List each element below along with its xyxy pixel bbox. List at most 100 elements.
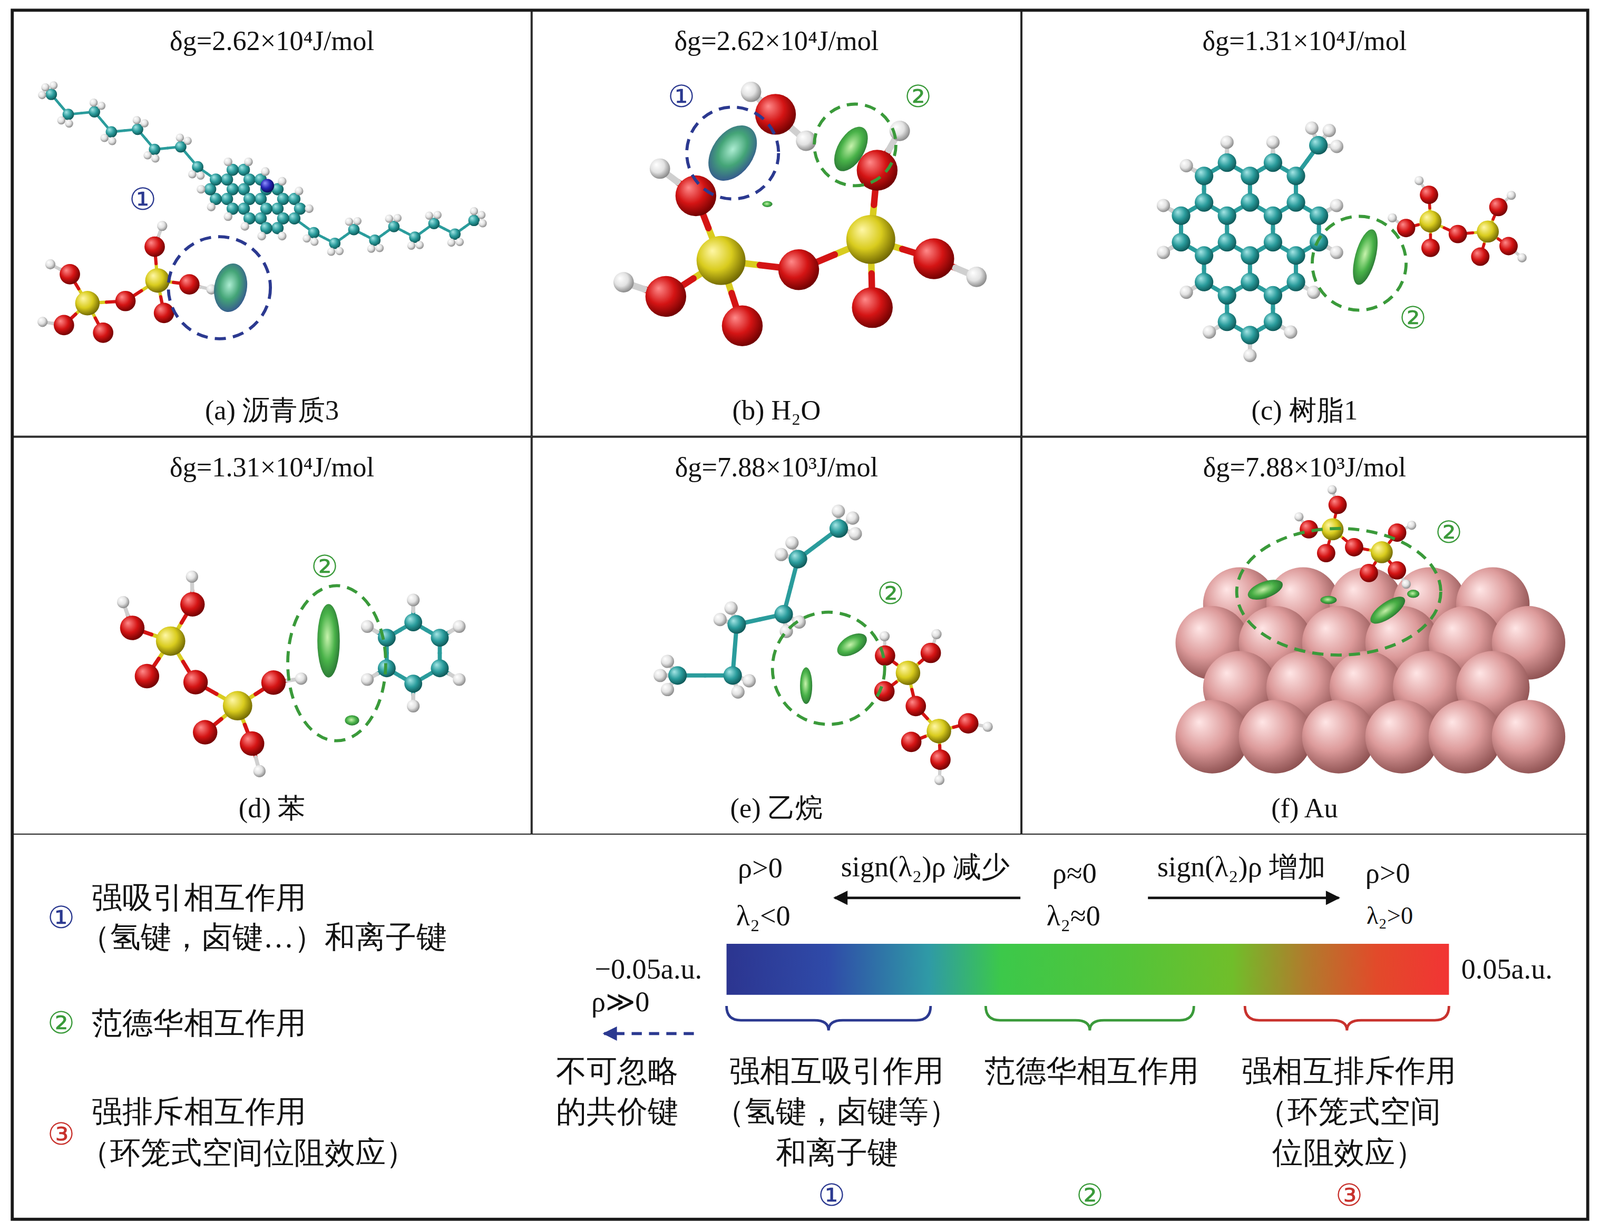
atom-sphere — [1489, 197, 1508, 217]
figure-panel: δg=2.62×10⁴J/mol (b) H₂O — [531, 10, 1022, 437]
atom-sphere — [192, 719, 218, 745]
atom-sphere — [407, 241, 416, 250]
atom-sphere — [1266, 135, 1280, 149]
atom-sphere — [59, 264, 81, 285]
atom-sphere — [361, 620, 374, 633]
panel-caption: (b) H₂O — [732, 394, 822, 427]
callout-number: ② — [904, 79, 932, 115]
atom-sphere — [143, 151, 152, 160]
atom-sphere — [209, 173, 222, 186]
atom-sphere — [649, 158, 671, 180]
energy-value: δg=1.31×10⁴J/mol — [1202, 25, 1407, 57]
atom-sphere — [740, 81, 762, 103]
atom-sphere — [1309, 135, 1328, 155]
nci-isosurface — [210, 260, 251, 315]
legend-text: 0.05a.u. — [1461, 952, 1553, 986]
panel-caption: (e) 乙烷 — [730, 792, 824, 825]
atom-sphere — [180, 592, 205, 617]
legend-text: （环笼式空间 — [1256, 1094, 1441, 1130]
atom-sphere — [660, 683, 675, 697]
atom-sphere — [196, 184, 206, 194]
atom-sphere — [1330, 198, 1344, 212]
atom-sphere — [731, 685, 745, 699]
nci-isosurface — [344, 715, 359, 726]
legend-text: 强相互排斥作用 — [1241, 1054, 1457, 1090]
atom-sphere — [1179, 285, 1194, 299]
atom-sphere — [1328, 495, 1348, 515]
atom-sphere — [406, 593, 420, 607]
figure-frame — [12, 10, 1588, 1219]
atom-sphere — [724, 601, 738, 615]
atom-sphere — [653, 668, 667, 682]
atom-sphere — [188, 170, 197, 179]
figure-panel: δg=7.88×10³J/mol(e) 乙烷 — [531, 436, 1022, 835]
nci-isosurface — [1245, 576, 1286, 604]
atom-sphere — [930, 749, 951, 770]
atom-sphere — [1240, 325, 1260, 345]
legend-text: ρ≈0 — [1052, 856, 1097, 890]
atom-sphere — [958, 713, 979, 734]
atom-sphere — [134, 664, 160, 689]
panel-caption: (f) Au — [1271, 792, 1338, 825]
direction-arrow — [834, 896, 1021, 900]
atom-sphere — [851, 287, 893, 328]
atom-sphere — [223, 212, 233, 221]
atom-sphere — [774, 548, 788, 562]
legend-text: （氢键，卤键…）和离子键 — [79, 920, 447, 956]
callout-number: ② — [1435, 514, 1463, 551]
atom-sphere — [774, 605, 793, 624]
atom-sphere — [1263, 286, 1283, 305]
atom-sphere — [335, 247, 344, 256]
atom-sphere — [375, 244, 384, 252]
callout-number: ② — [1076, 1178, 1104, 1214]
atom-sphere — [874, 645, 896, 667]
atom-sphere — [120, 615, 145, 640]
atom-sphere — [100, 133, 109, 142]
legend-text: λ₂≈0 — [1046, 900, 1101, 933]
atom-sphere — [155, 626, 186, 657]
atom-sphere — [179, 274, 200, 295]
atom-sphere — [1286, 272, 1305, 292]
legend-text: sign(λ₂)ρ 增加 — [1157, 851, 1327, 884]
atom-sphere — [277, 177, 287, 186]
atom-sphere — [1286, 193, 1305, 212]
nci-isosurface — [827, 121, 875, 178]
atom-sphere — [183, 669, 208, 695]
atom-sphere — [425, 211, 434, 220]
callout-number: ② — [47, 1006, 75, 1042]
gold-atom — [1238, 699, 1313, 774]
figure-panel: δg=1.31×10⁴J/mol (d) 苯 — [12, 436, 532, 835]
atom-sphere — [846, 215, 896, 265]
atom-sphere — [1306, 285, 1321, 299]
interaction-region — [772, 612, 885, 725]
nci-isosurface — [762, 200, 773, 208]
atom-sphere — [1286, 246, 1305, 265]
figure-panel: δg=7.88×10³J/mol(f) Au — [1021, 436, 1588, 835]
legend-text: 范德华相互作用 — [984, 1054, 1199, 1090]
atom-sphere — [1217, 153, 1237, 172]
atom-sphere — [49, 81, 58, 90]
energy-value: δg=1.31×10⁴J/mol — [169, 452, 375, 484]
atom-sphere — [1217, 286, 1237, 305]
interaction-region — [168, 236, 271, 339]
atom-sphere — [92, 322, 114, 344]
atom-sphere — [1202, 325, 1216, 339]
callout-number: ② — [876, 576, 905, 612]
energy-value: δg=2.62×10⁴J/mol — [674, 25, 879, 57]
gold-slab — [1175, 567, 1566, 774]
color-scale-bar — [726, 943, 1450, 995]
atom-sphere — [1421, 238, 1440, 258]
panel-caption: (d) 苯 — [238, 792, 306, 825]
atom-sphere — [116, 596, 130, 609]
atom-sphere — [240, 221, 249, 231]
legend-text: 位阻效应） — [1272, 1135, 1426, 1172]
interaction-region — [814, 103, 896, 186]
atom-sphere — [1294, 512, 1304, 522]
callout-number: ② — [310, 549, 339, 585]
atom-sphere — [261, 670, 286, 695]
legend-text: ρ>0 — [737, 852, 783, 885]
nci-isosurface — [1348, 227, 1383, 288]
